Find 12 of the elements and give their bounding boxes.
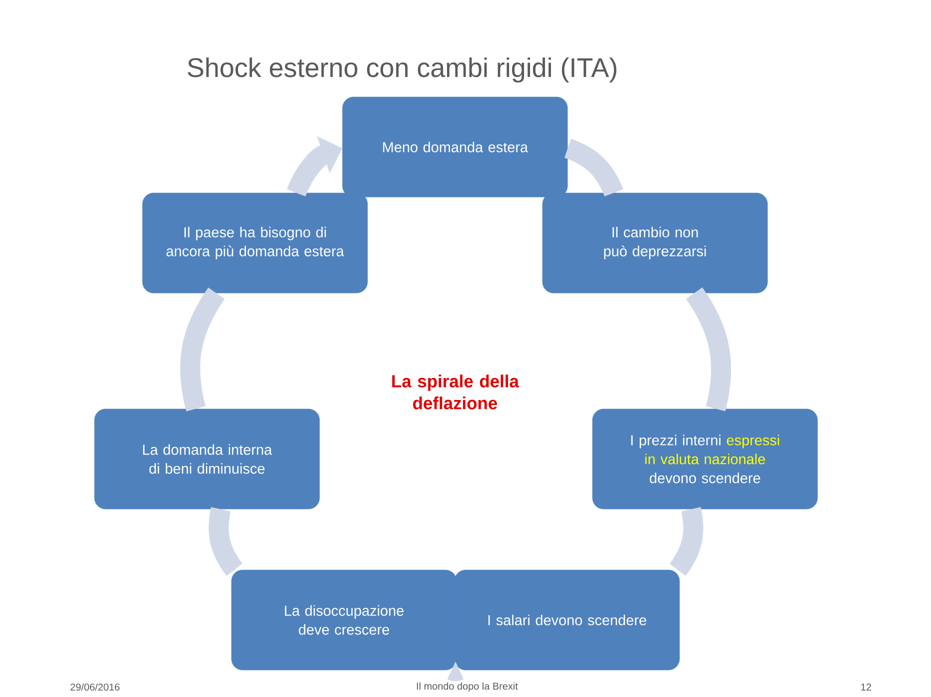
slide-title: Shock esterno con cambi rigidi (ITA)	[188, 57, 616, 83]
process-box: La disoccupazione deve crescere	[231, 570, 457, 670]
process-box: Il paese ha bisogno di ancora più domanda estera	[142, 192, 368, 294]
process-box: Meno domanda estera	[342, 96, 568, 198]
process-box: Il cambio non può deprezzarsi	[542, 192, 768, 294]
process-box: I salari devono scendere	[454, 570, 680, 670]
footer-text: Il mondo dopo la Brexit	[416, 682, 518, 692]
process-box: I prezzi interni espressi in valuta nazionale devono scendere	[592, 408, 818, 510]
process-box: La domanda interna di beni diminuisce	[94, 408, 320, 510]
center-label: La spirale della deflazione	[392, 374, 520, 410]
footer-date: 29/06/2016	[70, 683, 120, 691]
page-number: 12	[861, 684, 872, 690]
